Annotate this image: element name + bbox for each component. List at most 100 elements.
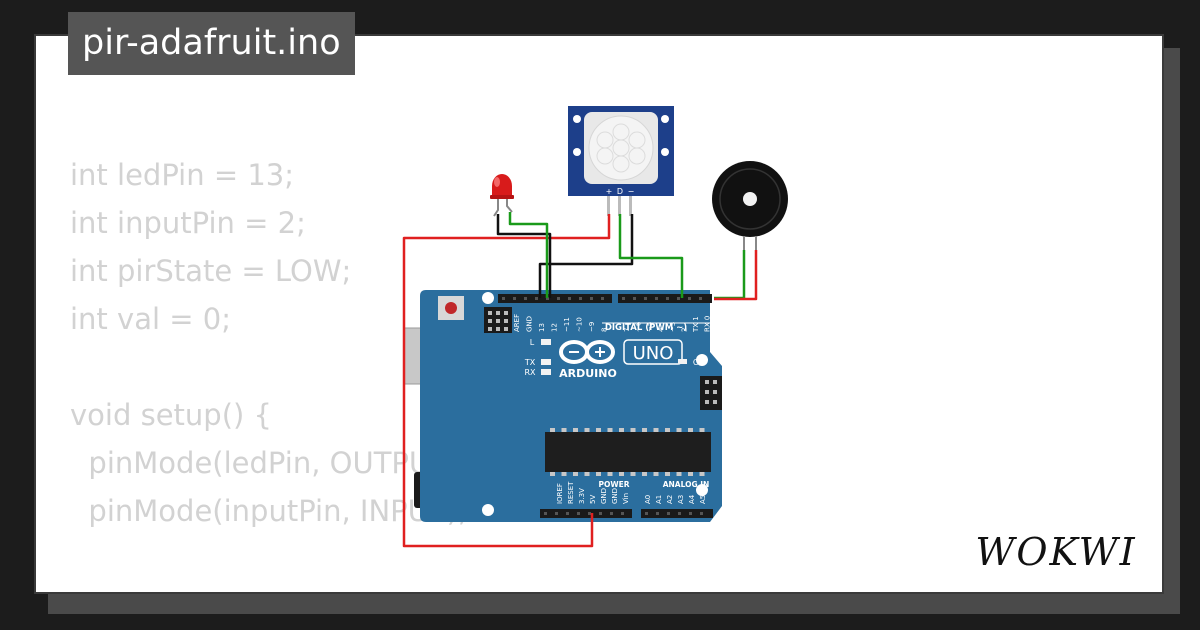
led-leg-cathode[interactable] xyxy=(493,199,499,217)
header-pin[interactable] xyxy=(699,297,702,300)
pir-hole xyxy=(573,115,581,123)
wire-pir-gnd-to-gnd[interactable] xyxy=(538,214,634,298)
header-pin[interactable] xyxy=(566,512,569,515)
header-pin[interactable] xyxy=(579,297,582,300)
header-pin[interactable] xyxy=(677,297,680,300)
buzzer-pin-1[interactable] xyxy=(743,236,745,250)
chip-leg xyxy=(596,428,601,432)
on-indicator xyxy=(678,359,687,364)
logo-symbols xyxy=(569,347,605,357)
wires xyxy=(402,212,758,548)
header-pin[interactable] xyxy=(601,297,604,300)
pir-sensor-icon[interactable]: + D − xyxy=(568,106,674,216)
digital-pin-label: AREF xyxy=(513,314,521,332)
buzzer-ring xyxy=(719,168,781,230)
header-pin[interactable] xyxy=(588,512,591,515)
icsp2-pins xyxy=(705,380,717,404)
power-pin-label: 3.3V xyxy=(578,488,586,504)
on-label: ON xyxy=(693,358,705,367)
header-pin[interactable] xyxy=(644,297,647,300)
analog-header[interactable] xyxy=(641,509,713,518)
chip-leg xyxy=(665,428,670,432)
digital-pin-label: GND xyxy=(526,316,534,332)
buzzer-pin-2[interactable] xyxy=(755,236,757,250)
chip-leg xyxy=(550,428,555,432)
chip-leg xyxy=(676,472,682,476)
header-pin[interactable] xyxy=(502,297,505,300)
digital-pin-label: 8 xyxy=(601,328,609,332)
led-l-indicator xyxy=(541,339,551,345)
red-led-icon[interactable] xyxy=(490,174,514,217)
mount-hole xyxy=(482,504,494,516)
pir-pin-gnd[interactable] xyxy=(629,196,632,216)
reset-button[interactable] xyxy=(445,302,457,314)
header-pin[interactable] xyxy=(535,297,538,300)
digital-pin-label: ~10 xyxy=(576,317,584,332)
digital-pin-label: ~11 xyxy=(563,317,571,332)
power-header[interactable] xyxy=(540,509,632,518)
header-pin[interactable] xyxy=(557,297,560,300)
rx-indicator xyxy=(541,369,551,375)
power-pin-label: RESET xyxy=(567,481,575,504)
tx-indicator xyxy=(541,359,551,365)
led-rim xyxy=(490,195,514,199)
header-pin[interactable] xyxy=(568,297,571,300)
chip-leg xyxy=(607,428,613,432)
chip-leg xyxy=(596,472,601,476)
chip-leg xyxy=(688,472,693,476)
digital-pin-label: ~3 xyxy=(669,322,677,332)
arduino-logo-text: ARDUINO xyxy=(559,367,617,380)
chip-leg xyxy=(642,428,647,432)
pir-pin-data[interactable] xyxy=(618,196,621,216)
wire-pir-vcc-to-5v[interactable] xyxy=(402,214,611,548)
header-pin[interactable] xyxy=(577,512,580,515)
pir-pin-label-gnd: − xyxy=(628,187,635,196)
header-pin[interactable] xyxy=(688,297,691,300)
chip-leg xyxy=(573,428,578,432)
header-pin[interactable] xyxy=(678,512,681,515)
header-pin[interactable] xyxy=(656,512,659,515)
analog-pin-label: A5 xyxy=(699,495,707,504)
header-pin[interactable] xyxy=(546,297,549,300)
led-leg-anode[interactable] xyxy=(506,199,513,213)
buzzer-icon[interactable] xyxy=(712,161,788,250)
header-pin[interactable] xyxy=(700,512,703,515)
header-pin[interactable] xyxy=(645,512,648,515)
header-pin[interactable] xyxy=(524,297,527,300)
chip-leg xyxy=(619,428,624,432)
header-pin[interactable] xyxy=(689,512,692,515)
rx-label: RX xyxy=(524,368,536,377)
header-pin[interactable] xyxy=(544,512,547,515)
power-pin-label: GND xyxy=(600,488,608,504)
wire-led-anode-to-pin13[interactable] xyxy=(508,212,549,298)
pir-pin-vcc[interactable] xyxy=(607,196,610,216)
header-pin[interactable] xyxy=(610,512,613,515)
wire-buzzer-power[interactable] xyxy=(714,250,758,301)
atmega-chip xyxy=(545,432,711,472)
chip-leg xyxy=(619,472,624,476)
header-pin[interactable] xyxy=(655,297,658,300)
wokwi-logo-icon[interactable]: WOKWI xyxy=(970,530,1142,574)
chip-leg xyxy=(653,428,659,432)
header-pin[interactable] xyxy=(622,297,625,300)
wire-led-cathode-to-gnd[interactable] xyxy=(496,214,552,298)
buzzer-hole xyxy=(743,192,757,206)
header-pin[interactable] xyxy=(555,512,558,515)
wire-pir-data-to-pin2[interactable] xyxy=(618,214,684,298)
header-pin[interactable] xyxy=(599,512,602,515)
digital-header-left[interactable] xyxy=(498,294,612,303)
mount-hole xyxy=(696,354,708,366)
wire-buzzer-signal[interactable] xyxy=(714,250,746,300)
header-pin[interactable] xyxy=(590,297,593,300)
header-pin[interactable] xyxy=(633,297,636,300)
mount-hole xyxy=(482,292,494,304)
header-pin[interactable] xyxy=(667,512,670,515)
header-pin[interactable] xyxy=(666,297,669,300)
digital-header-right[interactable] xyxy=(618,294,712,303)
chip-legs xyxy=(550,428,705,476)
header-pin[interactable] xyxy=(621,512,624,515)
analog-in-label: ANALOG IN xyxy=(663,480,710,489)
header-pin[interactable] xyxy=(513,297,516,300)
